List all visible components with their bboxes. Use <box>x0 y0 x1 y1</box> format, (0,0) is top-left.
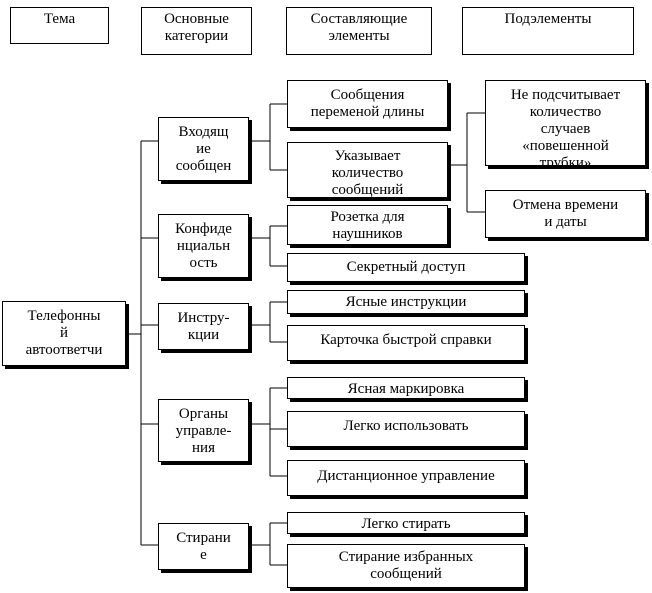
component-quick-card-label: Карточка быстрой справки <box>320 332 492 348</box>
component-message-count: Указывает количество сообщений <box>287 142 448 198</box>
category-incoming: Входящ ие сообщен <box>158 117 249 181</box>
component-easy-erase: Легко стирать <box>287 512 525 534</box>
topic-node: Телефонны й автоответчи <box>2 301 126 366</box>
category-confidentiality-label: Конфиде нциальн ость <box>175 221 232 271</box>
component-variable-length-label: Сообщения переменой длины <box>310 87 425 120</box>
category-incoming-label: Входящ ие сообщен <box>175 124 232 174</box>
component-selective-erase-label: Стирание избранных сообщений <box>338 549 474 582</box>
header-components-label: Составляющие элементы <box>310 11 408 44</box>
header-categories-label: Основные категории <box>164 11 229 44</box>
subelement-no-hangup-count-label: Не подсчитывает количество случаев «пове… <box>510 87 621 166</box>
component-variable-length: Сообщения переменой длины <box>287 80 448 128</box>
component-secret-access-label: Секретный доступ <box>346 259 466 275</box>
category-erasing: Стирани е <box>158 523 249 570</box>
component-message-count-label: Указывает количество сообщений <box>331 148 404 198</box>
component-easy-erase-label: Легко стирать <box>361 516 451 532</box>
component-clear-marking-label: Ясная маркировка <box>347 381 465 397</box>
category-instructions-label: Инстру- кции <box>177 310 230 343</box>
component-easy-use: Легко использовать <box>287 411 525 447</box>
component-selective-erase: Стирание избранных сообщений <box>287 544 525 588</box>
header-components: Составляющие элементы <box>286 7 432 55</box>
component-secret-access: Секретный доступ <box>287 253 525 282</box>
category-instructions: Инстру- кции <box>158 303 249 350</box>
header-subelements-label: Подэлементы <box>504 11 592 27</box>
category-confidentiality: Конфиде нциальн ость <box>158 214 249 278</box>
component-easy-use-label: Легко использовать <box>343 418 469 434</box>
component-clear-marking: Ясная маркировка <box>287 377 525 399</box>
header-categories: Основные категории <box>141 7 252 55</box>
subelement-cancel-datetime-label: Отмена времени и даты <box>512 197 619 230</box>
component-remote-control-label: Дистанционное управление <box>317 468 495 484</box>
component-clear-instructions: Ясные инструкции <box>287 290 525 314</box>
header-topic: Тема <box>10 7 109 44</box>
component-quick-card: Карточка быстрой справки <box>287 325 525 361</box>
category-erasing-label: Стирани е <box>176 530 231 563</box>
category-controls-label: Органы управле- ния <box>175 406 232 456</box>
header-subelements: Подэлементы <box>462 7 634 55</box>
component-clear-instructions-label: Ясные инструкции <box>345 294 467 310</box>
header-topic-label: Тема <box>43 11 76 27</box>
subelement-cancel-datetime: Отмена времени и даты <box>485 190 646 238</box>
topic-label: Телефонны й автоответчи <box>25 308 103 358</box>
component-headphone-jack-label: Розетка для наушников <box>330 209 405 242</box>
category-controls: Органы управле- ния <box>158 399 249 462</box>
component-headphone-jack: Розетка для наушников <box>287 205 448 245</box>
subelement-no-hangup-count: Не подсчитывает количество случаев «пове… <box>485 80 646 166</box>
component-remote-control: Дистанционное управление <box>287 460 525 496</box>
